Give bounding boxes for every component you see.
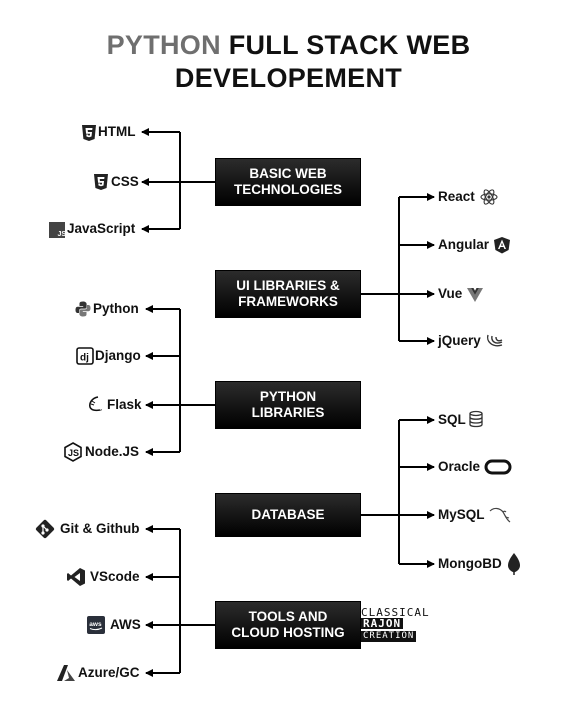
flask-icon <box>89 396 102 412</box>
vscode-icon <box>67 568 85 586</box>
label-react: React <box>438 189 475 204</box>
label-azure-gc: Azure/GC <box>78 665 140 680</box>
credit-line-1: CLASSICAL <box>361 606 430 619</box>
box-ui-libraries: UI LIBRARIES &FRAMEWORKS <box>216 271 360 317</box>
box-tools-line1: TOOLS AND <box>248 609 328 624</box>
javascript-icon: JS <box>49 222 67 238</box>
mongodb-leaf-icon <box>508 553 520 575</box>
label-jquery: jQuery <box>438 333 481 348</box>
title-line-1: PYTHON FULL STACK WEB <box>0 30 577 61</box>
box-python-libs-line1: PYTHON <box>259 389 317 404</box>
box-database-line1: DATABASE <box>251 507 325 522</box>
aws-icon: aws <box>87 616 105 634</box>
label-aws: AWS <box>110 617 141 632</box>
box-tools-line2: CLOUD HOSTING <box>231 625 345 640</box>
svg-text:dj: dj <box>80 353 89 364</box>
label-git-github: Git & Github <box>60 521 140 536</box>
label-nodejs: Node.JS <box>85 444 140 459</box>
title-line-2: DEVELOPEMENT <box>174 63 403 93</box>
label-html: HTML <box>98 124 136 139</box>
label-python: Python <box>93 301 139 316</box>
label-oracle: Oracle <box>438 459 481 474</box>
title-python: PYTHON <box>106 30 221 60</box>
mysql-icon <box>489 507 511 523</box>
angular-icon <box>494 237 510 254</box>
python-icon <box>75 301 91 317</box>
label-mongodb: MongoBD <box>438 556 502 571</box>
react-icon <box>480 189 498 205</box>
box-ui-libs-line2: FRAMEWORKS <box>238 294 338 309</box>
label-vue: Vue <box>438 286 463 301</box>
html5-icon <box>82 125 96 141</box>
css3-icon <box>94 174 108 190</box>
label-flask: Flask <box>107 397 142 412</box>
oracle-icon <box>484 459 512 475</box>
django-icon: dj <box>76 347 94 365</box>
label-vscode: VScode <box>90 569 140 584</box>
svg-text:JS: JS <box>58 231 67 238</box>
label-javascript: JavaScript <box>67 221 136 236</box>
label-angular: Angular <box>438 237 490 252</box>
box-basic-web-line2: TECHNOLOGIES <box>233 182 342 197</box>
creator-credit: CLASSICAL RAJON CREATION <box>361 607 430 642</box>
credit-line-3: CREATION <box>361 631 417 642</box>
label-css: CSS <box>111 174 139 189</box>
vue-icon <box>467 288 483 302</box>
svg-text:JS: JS <box>68 448 79 458</box>
svg-text:aws: aws <box>89 621 102 628</box>
label-sql: SQL <box>438 412 466 427</box>
git-icon <box>35 519 55 539</box>
azure-icon <box>57 665 75 681</box>
database-icon <box>469 410 483 428</box>
box-python-libs-line2: LIBRARIES <box>251 405 325 420</box>
label-mysql: MySQL <box>438 507 485 522</box>
jquery-icon <box>486 334 503 347</box>
nodejs-icon: JS <box>64 442 82 462</box>
box-basic-web-line1: BASIC WEB <box>249 166 327 181</box>
box-ui-libs-line1: UI LIBRARIES & <box>236 278 340 293</box>
title-rest: FULL STACK WEB <box>220 30 471 60</box>
box-database: DATABASE <box>216 494 360 536</box>
credit-line-2: RAJON <box>361 617 404 630</box>
label-django: Django <box>95 348 141 363</box>
